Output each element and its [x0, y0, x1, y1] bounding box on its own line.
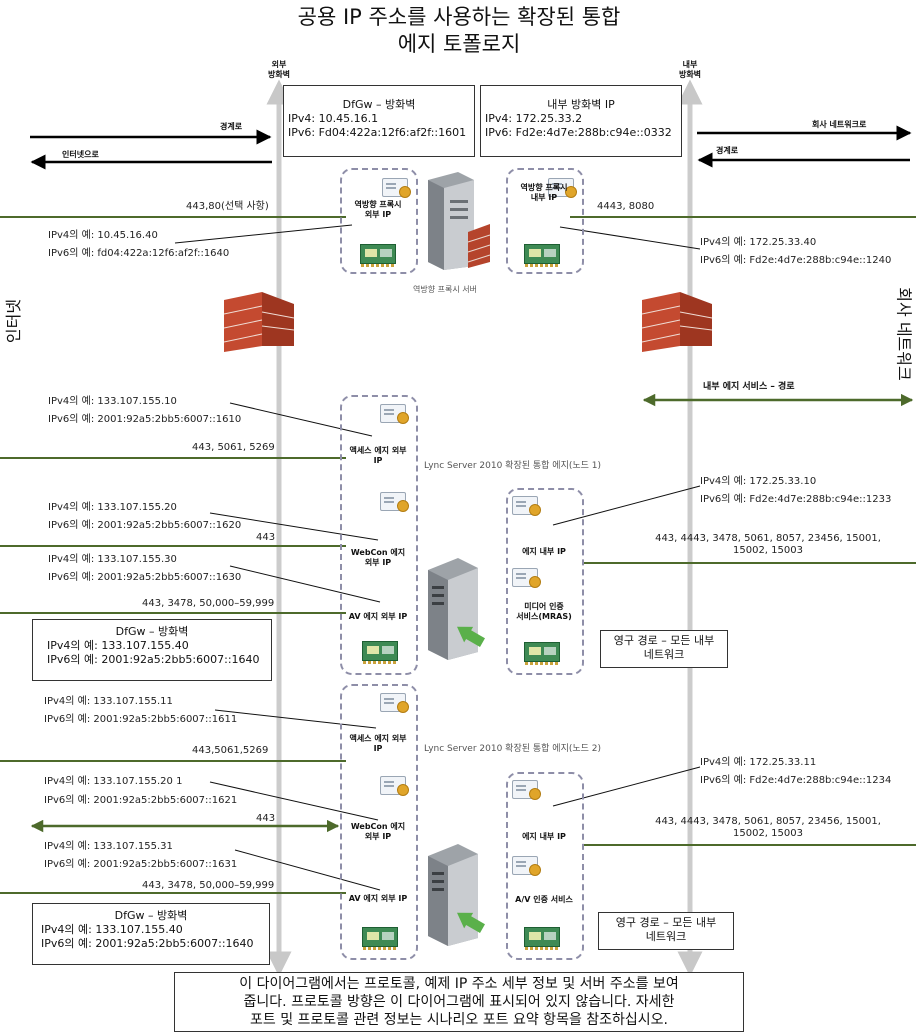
node1-webcon-ports: 443 — [256, 532, 276, 543]
internet-label: 인터넷 — [4, 298, 24, 344]
node2-dfgw-box: DfGw – 방화벽 IPv4의 예: 133.107.155.40 IPv6의… — [32, 903, 270, 965]
reverse-proxy-internal-nic-group — [506, 168, 584, 274]
node2-access-ipv4: IPv4의 예: 133.107.155.11 — [44, 696, 173, 707]
node1-access-ipv4: IPv4의 예: 133.107.155.10 — [48, 396, 177, 407]
reverse-proxy-server-icon — [428, 172, 491, 270]
node1-persistent-route: 영구 경로 – 모든 내부 네트워크 — [600, 630, 728, 668]
node1-webcon-label: WebCon 에지 외부 IP — [350, 548, 406, 567]
certificate-icon — [380, 492, 409, 512]
network-card-icon — [524, 642, 560, 665]
node1-internal-ip-label: 에지 내부 IP — [522, 547, 566, 556]
firewall-icon — [641, 292, 713, 352]
arrow-label-to-corp: 회사 네트워크로 — [812, 120, 867, 129]
certificate-icon — [512, 856, 541, 876]
node2-access-edge-label: 액세스 에지 외부 IP — [349, 734, 407, 753]
internal-firewall-label: 내부 방화벽 — [678, 60, 702, 79]
node2-av-edge-label: AV 에지 외부 IP — [348, 894, 408, 903]
node2-webcon-label: WebCon 에지 외부 IP — [350, 822, 406, 841]
node2-webcon-ipv6: IPv6의 예: 2001:92a5:2bb5:6007::1621 — [44, 795, 238, 806]
reverse-proxy-server-label: 역방향 프록시 서버 — [413, 285, 477, 294]
node2-label: Lync Server 2010 확장된 통합 에지(노드 2) — [424, 744, 602, 754]
node2-access-ports: 443,5061,5269 — [192, 745, 269, 756]
arrow-label-to-edge-right: 경계로 — [716, 146, 739, 155]
node1-av-ports: 443, 3478, 50,000–59,999 — [142, 598, 275, 609]
footnote: 이 다이어그램에서는 프로토콜, 예제 IP 주소 세부 정보 및 서버 주소를… — [174, 972, 744, 1032]
certificate-icon — [512, 780, 541, 800]
certificate-icon — [380, 404, 409, 424]
certificate-icon — [382, 178, 411, 198]
node1-mras-label: 미디어 인증 서비스(MRAS) — [516, 602, 572, 621]
certificate-icon — [380, 693, 409, 713]
node2-access-ipv6: IPv6의 예: 2001:92a5:2bb5:6007::1611 — [44, 714, 238, 725]
node1-internal-ipv6: IPv6의 예: Fd2e:4d7e:288b:c94e::1233 — [700, 494, 892, 505]
arrow-label-to-internet: 인터넷으로 — [62, 150, 99, 159]
node2-internal-ipv4: IPv4의 예: 172.25.33.11 — [700, 757, 817, 768]
certificate-icon — [512, 568, 541, 588]
node2-av-auth-label: A/V 인증 서비스 — [515, 895, 573, 904]
edge-server-icon — [428, 844, 485, 946]
node2-persistent-route: 영구 경로 – 모든 내부 네트워크 — [598, 912, 734, 950]
node1-av-ipv6: IPv6의 예: 2001:92a5:2bb5:6007::1630 — [48, 572, 242, 583]
node1-access-ipv6: IPv6의 예: 2001:92a5:2bb5:6007::1610 — [48, 414, 242, 425]
rp-internal-ports: 4443, 8080 — [597, 201, 655, 212]
network-card-icon — [362, 641, 398, 664]
node1-webcon-ipv6: IPv6의 예: 2001:92a5:2bb5:6007::1620 — [48, 520, 242, 531]
internal-firewall-ip-box: 내부 방화벽 IP IPv4: 172.25.33.2 IPv6: Fd2e:4… — [480, 85, 682, 157]
rp-external-ports: 443,80(선택 사항) — [186, 201, 269, 212]
reverse-proxy-external-nic-group — [340, 168, 418, 274]
dfgw-top-box: DfGw – 방화벽 IPv4: 10.45.16.1 IPv6: Fd04:4… — [283, 85, 475, 157]
node1-access-ports: 443, 5061, 5269 — [192, 442, 275, 453]
node1-dfgw-box: DfGw – 방화벽 IPv4의 예: 133.107.155.40 IPv6의… — [32, 619, 272, 681]
node2-internal-ip-label: 에지 내부 IP — [522, 832, 566, 841]
network-card-icon — [360, 244, 396, 267]
node2-internal-group — [506, 772, 584, 960]
rp-internal-ipv4: IPv4의 예: 172.25.33.40 — [700, 237, 817, 248]
network-card-icon — [524, 244, 560, 267]
rp-external-ipv6: IPv6의 예: fd04:422a:12f6:af2f::1640 — [48, 248, 230, 259]
reverse-proxy-external-ip-label: 역방향 프록시 외부 IP — [354, 200, 402, 219]
edge-server-icon — [428, 558, 485, 660]
certificate-icon — [380, 776, 409, 796]
firewall-icon — [223, 292, 295, 352]
internal-edge-route-label: 내부 에지 서비스 – 경로 — [703, 382, 795, 392]
corporate-network-label: 회사 네트워크 — [894, 287, 914, 381]
diagram-title-line1: 공용 IP 주소를 사용하는 확장된 통합 — [297, 5, 621, 29]
network-card-icon — [362, 927, 398, 950]
node1-internal-ipv4: IPv4의 예: 172.25.33.10 — [700, 476, 817, 487]
rp-external-ipv4: IPv4의 예: 10.45.16.40 — [48, 230, 158, 241]
node2-av-ipv6: IPv6의 예: 2001:92a5:2bb5:6007::1631 — [44, 859, 238, 870]
node2-external-group — [340, 684, 418, 960]
node1-internal-ports: 443, 4443, 3478, 5061, 8057, 23456, 1500… — [655, 533, 881, 556]
node1-access-edge-label: 액세스 에지 외부 IP — [349, 446, 407, 465]
node1-internal-group — [506, 488, 584, 675]
arrow-label-to-edge: 경계로 — [220, 122, 243, 131]
node1-webcon-ipv4: IPv4의 예: 133.107.155.20 — [48, 502, 177, 513]
node2-webcon-ipv4: IPv4의 예: 133.107.155.20 1 — [44, 776, 183, 787]
node2-av-ports: 443, 3478, 50,000–59,999 — [142, 880, 275, 891]
node2-av-ipv4: IPv4의 예: 133.107.155.31 — [44, 841, 173, 852]
rp-internal-ipv6: IPv6의 예: Fd2e:4d7e:288b:c94e::1240 — [700, 255, 892, 266]
network-card-icon — [524, 927, 560, 950]
reverse-proxy-internal-ip-label: 역방향 프록시 내부 IP — [520, 183, 568, 202]
certificate-icon — [548, 178, 577, 198]
node1-av-ipv4: IPv4의 예: 133.107.155.30 — [48, 554, 177, 565]
node1-external-group — [340, 395, 418, 675]
diagram-title-line2: 에지 토폴로지 — [397, 32, 521, 56]
node2-internal-ports: 443, 4443, 3478, 5061, 8057, 23456, 1500… — [655, 816, 881, 839]
external-firewall-label: 외부 방화벽 — [267, 60, 291, 79]
node1-av-edge-label: AV 에지 외부 IP — [348, 612, 408, 621]
node2-webcon-ports: 443 — [256, 813, 276, 824]
node1-label: Lync Server 2010 확장된 통합 에지(노드 1) — [424, 461, 602, 471]
certificate-icon — [512, 496, 541, 516]
node2-internal-ipv6: IPv6의 예: Fd2e:4d7e:288b:c94e::1234 — [700, 775, 892, 786]
